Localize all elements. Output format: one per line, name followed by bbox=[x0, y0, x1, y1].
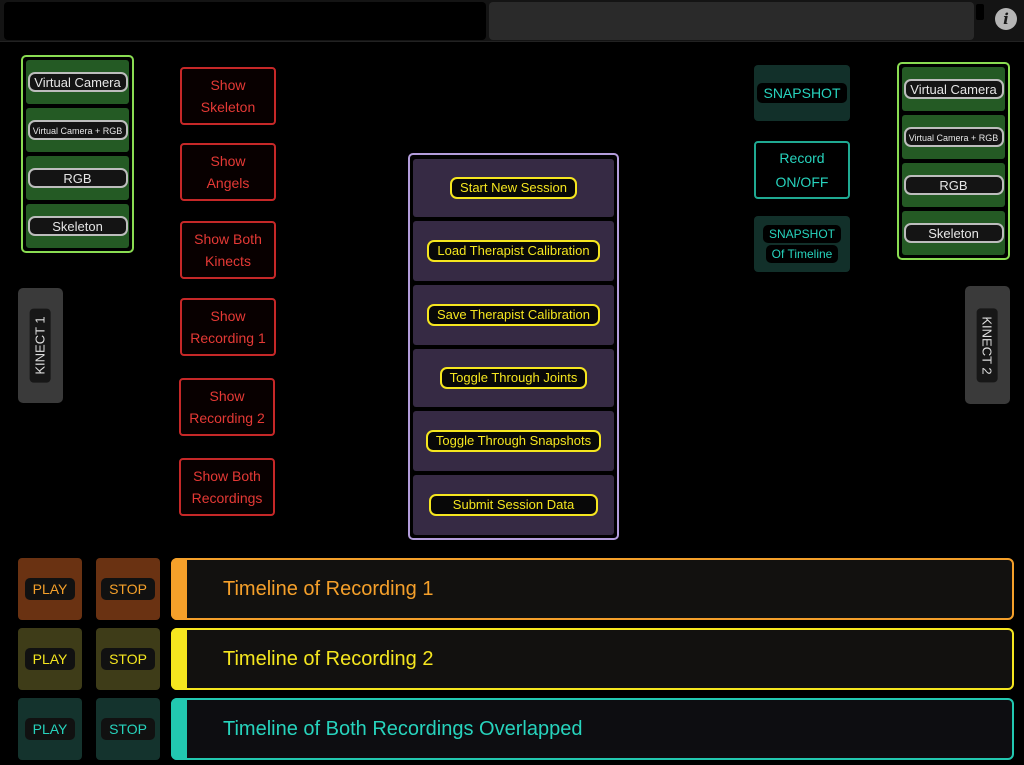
play-recording-1-button[interactable]: PLAY bbox=[18, 558, 82, 620]
stop-label: STOP bbox=[101, 578, 155, 600]
kinect2-view-cell: Virtual Camera bbox=[902, 67, 1005, 111]
record-line2: ON/OFF bbox=[775, 174, 829, 190]
kinect1-view-cell: Virtual Camera bbox=[26, 60, 129, 104]
kinect1-view-cell: Virtual Camera + RGB bbox=[26, 108, 129, 152]
session-cell: Toggle Through Joints bbox=[413, 349, 614, 407]
save-therapist-calibration-button[interactable]: Save Therapist Calibration bbox=[427, 304, 600, 326]
stop-both-recordings-button[interactable]: STOP bbox=[96, 698, 160, 760]
show-both-recordings-line1: Show Both bbox=[193, 468, 261, 484]
show-recording-2-line2: Recording 2 bbox=[189, 410, 265, 426]
timeline-recording-1-playhead[interactable] bbox=[171, 558, 187, 620]
toggle-through-snapshots-button[interactable]: Toggle Through Snapshots bbox=[425, 430, 602, 452]
play-both-recordings-button[interactable]: PLAY bbox=[18, 698, 82, 760]
kinect2-view-cell: Skeleton bbox=[902, 211, 1005, 255]
kinect1-skeleton-button[interactable]: Skeleton bbox=[27, 216, 128, 236]
show-recording-2-line1: Show bbox=[209, 388, 245, 404]
info-icon[interactable]: i bbox=[995, 8, 1017, 30]
stop-label: STOP bbox=[101, 648, 155, 670]
snapshot-cell: SNAPSHOT bbox=[754, 65, 850, 121]
show-skeleton-line2: Skeleton bbox=[200, 99, 256, 115]
session-cell: Save Therapist Calibration bbox=[413, 285, 614, 345]
session-cell: Submit Session Data bbox=[413, 475, 614, 535]
kinect2-virtual-camera-button[interactable]: Virtual Camera bbox=[903, 79, 1004, 99]
stop-recording-2-button[interactable]: STOP bbox=[96, 628, 160, 690]
play-recording-2-button[interactable]: PLAY bbox=[18, 628, 82, 690]
stop-recording-1-button[interactable]: STOP bbox=[96, 558, 160, 620]
play-label: PLAY bbox=[24, 578, 76, 600]
kinect2-virtual-camera-rgb-button[interactable]: Virtual Camera + RGB bbox=[903, 127, 1004, 147]
timeline-both-recordings[interactable]: Timeline of Both Recordings Overlapped bbox=[171, 698, 1014, 760]
timeline-recording-2-playhead[interactable] bbox=[171, 628, 187, 690]
kinect1-virtual-camera-rgb-button[interactable]: Virtual Camera + RGB bbox=[27, 120, 128, 140]
kinect1-tab[interactable]: KINECT 1 bbox=[18, 288, 63, 403]
kinect2-view-cell: RGB bbox=[902, 163, 1005, 207]
kinect1-rgb-button[interactable]: RGB bbox=[27, 168, 128, 188]
kinect2-label: KINECT 2 bbox=[977, 307, 998, 383]
show-both-kinects-line2: Kinects bbox=[205, 253, 251, 269]
kinect2-view-panel: Virtual Camera Virtual Camera + RGB RGB … bbox=[897, 62, 1010, 260]
snapshot-of-timeline-button[interactable]: SNAPSHOT Of Timeline bbox=[754, 216, 850, 272]
submit-session-data-button[interactable]: Submit Session Data bbox=[428, 494, 599, 516]
stop-label: STOP bbox=[101, 718, 155, 740]
kinect2-skeleton-button[interactable]: Skeleton bbox=[903, 223, 1004, 243]
top-bar-divider bbox=[976, 4, 984, 20]
show-both-kinects-line1: Show Both bbox=[194, 231, 262, 247]
show-both-recordings-line2: Recordings bbox=[191, 490, 263, 506]
load-therapist-calibration-button[interactable]: Load Therapist Calibration bbox=[427, 240, 600, 262]
kinect1-label: KINECT 1 bbox=[30, 308, 51, 383]
kinect2-view-cell: Virtual Camera + RGB bbox=[902, 115, 1005, 159]
kinect2-tab[interactable]: KINECT 2 bbox=[965, 286, 1010, 404]
snapshot-button[interactable]: SNAPSHOT bbox=[757, 83, 847, 103]
timeline-both-recordings-playhead[interactable] bbox=[171, 698, 187, 760]
snapshot-timeline-line1: SNAPSHOT bbox=[762, 225, 841, 243]
top-bar-left-field bbox=[4, 2, 486, 40]
toggle-through-joints-button[interactable]: Toggle Through Joints bbox=[439, 367, 588, 389]
session-panel: Start New Session Load Therapist Calibra… bbox=[408, 153, 619, 540]
show-skeleton-line1: Show bbox=[210, 77, 246, 93]
show-angels-line2: Angels bbox=[206, 175, 250, 191]
start-new-session-button[interactable]: Start New Session bbox=[450, 177, 577, 199]
kinect1-view-panel: Virtual Camera Virtual Camera + RGB RGB … bbox=[21, 55, 134, 253]
kinect2-rgb-button[interactable]: RGB bbox=[903, 175, 1004, 195]
timeline-recording-2-title: Timeline of Recording 2 bbox=[223, 647, 434, 670]
show-recording-1-line1: Show bbox=[210, 308, 246, 324]
play-label: PLAY bbox=[24, 648, 76, 670]
show-recording-1-line2: Recording 1 bbox=[190, 330, 266, 346]
play-label: PLAY bbox=[24, 718, 76, 740]
timeline-recording-1-title: Timeline of Recording 1 bbox=[223, 577, 434, 600]
session-cell: Toggle Through Snapshots bbox=[413, 411, 614, 471]
timeline-both-recordings-title: Timeline of Both Recordings Overlapped bbox=[223, 717, 583, 740]
top-bar-center-field bbox=[489, 2, 974, 40]
snapshot-timeline-line2: Of Timeline bbox=[765, 245, 839, 263]
timeline-recording-2[interactable]: Timeline of Recording 2 bbox=[171, 628, 1014, 690]
kinect1-view-cell: RGB bbox=[26, 156, 129, 200]
session-cell: Load Therapist Calibration bbox=[413, 221, 614, 281]
show-angels-line1: Show bbox=[210, 153, 246, 169]
timeline-recording-1[interactable]: Timeline of Recording 1 bbox=[171, 558, 1014, 620]
session-cell: Start New Session bbox=[413, 159, 614, 217]
kinect1-view-cell: Skeleton bbox=[26, 204, 129, 248]
kinect1-virtual-camera-button[interactable]: Virtual Camera bbox=[27, 72, 128, 92]
record-line1: Record bbox=[779, 150, 825, 166]
